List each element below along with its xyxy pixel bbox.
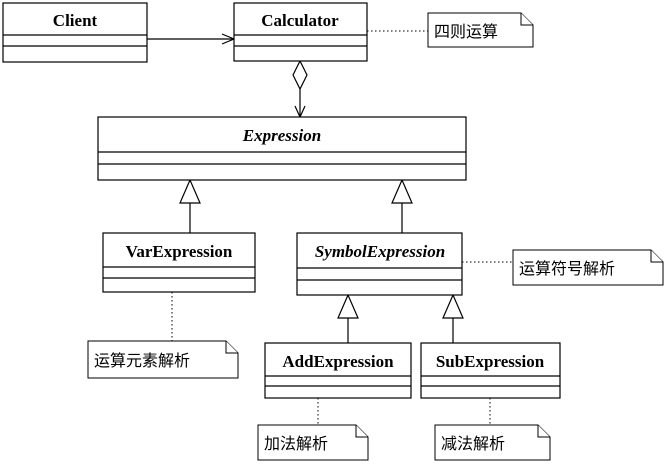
generalization-sub-expression [442,293,464,343]
generalization-var-expression [179,178,201,233]
class-expression[interactable]: Expression [97,116,467,181]
class-var-expression[interactable]: VarExpression [102,232,256,293]
note-var-expression: 运算元素解析 [87,340,239,379]
note-sub-expression: 减法解析 [434,424,551,461]
generalization-add-expression [337,293,359,343]
note-symbol-expression: 运算符号解析 [512,249,664,286]
class-name: AddExpression [282,352,394,371]
note-text: 运算符号解析 [519,259,615,278]
class-calculator[interactable]: Calculator [233,2,368,62]
class-add-expression[interactable]: AddExpression [264,342,412,399]
note-text: 四则运算 [434,22,498,41]
note-text: 加法解析 [264,434,328,453]
class-sub-expression[interactable]: SubExpression [420,342,561,399]
generalization-symbol-expression [391,178,413,233]
class-client[interactable]: Client [2,2,148,63]
note-text: 运算元素解析 [94,351,190,370]
note-add-expression: 加法解析 [257,424,369,461]
class-name: VarExpression [126,242,233,261]
class-name: Client [53,11,98,30]
class-name: Expression [242,126,321,145]
association-client-calculator [147,33,236,45]
class-name: SubExpression [436,352,545,371]
class-name: Calculator [261,11,339,30]
class-name: SymbolExpression [315,242,445,261]
class-symbol-expression[interactable]: SymbolExpression [296,232,463,296]
note-text: 减法解析 [441,434,505,453]
note-calculator: 四则运算 [427,12,534,48]
aggregation-calculator-expression [292,59,308,119]
